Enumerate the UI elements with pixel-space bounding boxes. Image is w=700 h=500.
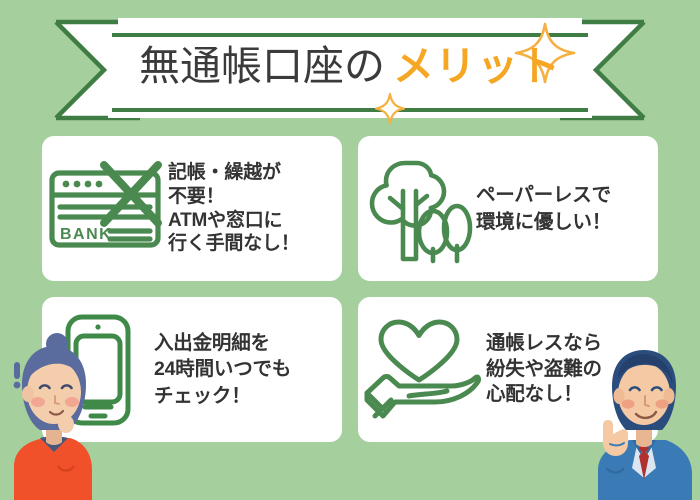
benefit-card-text: 入出金明細を 24時間いつでも チェック！ (154, 330, 342, 408)
trees-icon (358, 150, 476, 268)
benefit-card-bankbook: BANK 記帳・繰越が 不要！ ATMや窓口に 行く手間なし！ (42, 136, 342, 281)
sparkle-small-icon (374, 92, 406, 125)
heart-in-hand-icon (358, 311, 486, 429)
card-text-line: 環境に優しい！ (476, 210, 612, 233)
card-text-line: 不要！ (168, 185, 225, 207)
card-text-line: 通帳レスなら (486, 331, 602, 354)
benefit-card-text: 記帳・繰越が 不要！ ATMや窓口に 行く手間なし！ (168, 161, 342, 257)
card-text-line: 24時間いつでも (154, 358, 292, 381)
card-text-line: チェック！ (154, 384, 251, 407)
card-text-line: 心配なし！ (486, 383, 583, 406)
sparkle-large-icon (514, 22, 576, 84)
card-text-line: ペーパーレスで (476, 184, 611, 207)
pointing-hand-icon (603, 420, 628, 456)
bankbook-dots (62, 180, 103, 187)
businessman-illustration (598, 350, 692, 500)
benefit-card-smartphone: 入出金明細を 24時間いつでも チェック！ (42, 297, 342, 442)
card-text-line: 入出金明細を (154, 332, 270, 355)
header-banner: 無通帳口座の メリット (0, 0, 700, 128)
ribbon-graphic (54, 18, 646, 125)
cross-out-mark (100, 160, 162, 227)
woman-illustration (13, 333, 92, 500)
card-text-line: ATMや窓口に (168, 209, 283, 231)
exclamation-mark-icon (13, 362, 21, 389)
benefit-card-text: 通帳レスなら 紛失や盗難の 心配なし！ (486, 331, 658, 408)
bankbook-label: BANK (60, 226, 112, 243)
benefit-card-grid: BANK 記帳・繰越が 不要！ ATMや窓口に 行く手間なし！ (42, 136, 658, 442)
benefit-card-text: ペーパーレスで 環境に優しい！ (476, 182, 658, 234)
card-text-line: 紛失や盗難の (486, 357, 602, 380)
card-text-line: 行く手間なし！ (168, 233, 300, 255)
card-text-line: 記帳・繰越が (168, 161, 281, 183)
phone-camera-dot (95, 323, 101, 330)
hand (58, 415, 74, 433)
bankbook-crossed-out-icon: BANK (42, 150, 168, 268)
ribbon-body (108, 18, 592, 118)
benefit-card-security: 通帳レスなら 紛失や盗難の 心配なし！ (358, 297, 658, 442)
benefit-card-paperless: ペーパーレスで 環境に優しい！ (358, 136, 658, 281)
